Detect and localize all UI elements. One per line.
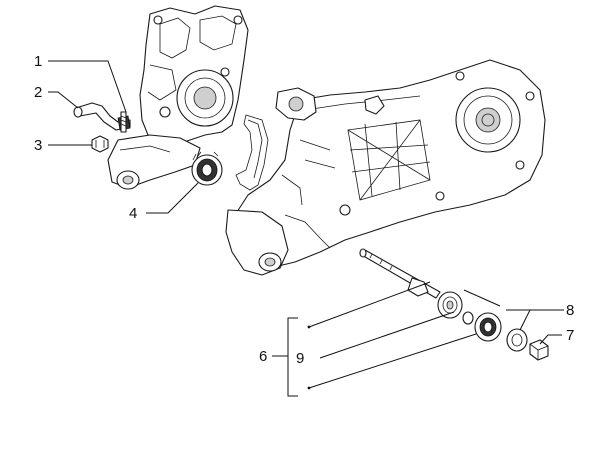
part-7-nut — [529, 339, 549, 361]
shaft-assembly — [359, 248, 502, 342]
right-crankcase-half — [225, 59, 546, 276]
callout-8: 8 — [566, 302, 574, 319]
callout-7: 7 — [566, 327, 574, 344]
left-crankcase-half — [107, 5, 249, 190]
callout-9: 9 — [296, 350, 304, 367]
part-3-clip — [91, 135, 109, 153]
callout-numbers: 1 2 3 4 6 9 8 7 — [34, 53, 574, 367]
part-8-washer — [506, 328, 528, 352]
callout-1: 1 — [34, 53, 42, 70]
leader-lines — [48, 60, 564, 397]
callout-4: 4 — [129, 205, 137, 222]
part-1-stud — [120, 111, 127, 133]
part-4-oil-seal — [191, 151, 223, 186]
callout-6: 6 — [259, 348, 267, 365]
callout-2: 2 — [34, 84, 42, 101]
crankcase-gasket — [235, 114, 269, 191]
callout-3: 3 — [34, 137, 42, 154]
